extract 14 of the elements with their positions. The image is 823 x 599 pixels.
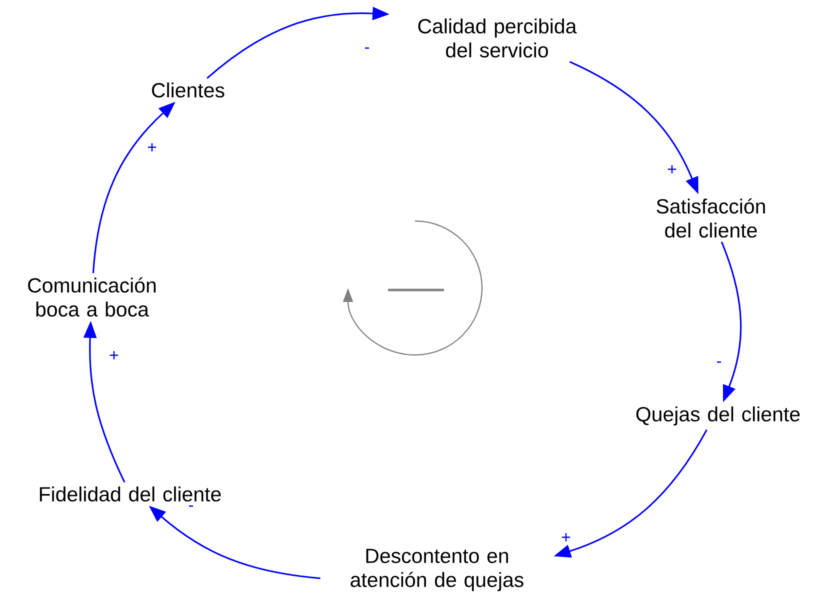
variable-label: Comunicación boca a boca: [28, 277, 156, 317]
variable-label: Satisfacción del cliente: [656, 198, 765, 238]
variable-label: Fidelidad del cliente: [40, 486, 221, 502]
polarity-sign: +: [562, 533, 570, 542]
variable-label: Calidad percibida del servicio: [418, 18, 577, 58]
polarity-sign: -: [364, 47, 370, 49]
polarity-sign: +: [148, 143, 156, 152]
polarity-sign: +: [110, 351, 118, 360]
variable-label: Clientes: [152, 82, 224, 98]
polarity-sign: +: [668, 165, 676, 174]
polarity-sign: -: [188, 505, 194, 507]
variable-label: Quejas del cliente: [636, 406, 800, 426]
polarity-sign: -: [716, 361, 722, 363]
variable-label: Descontento en atención de quejas: [350, 548, 524, 592]
